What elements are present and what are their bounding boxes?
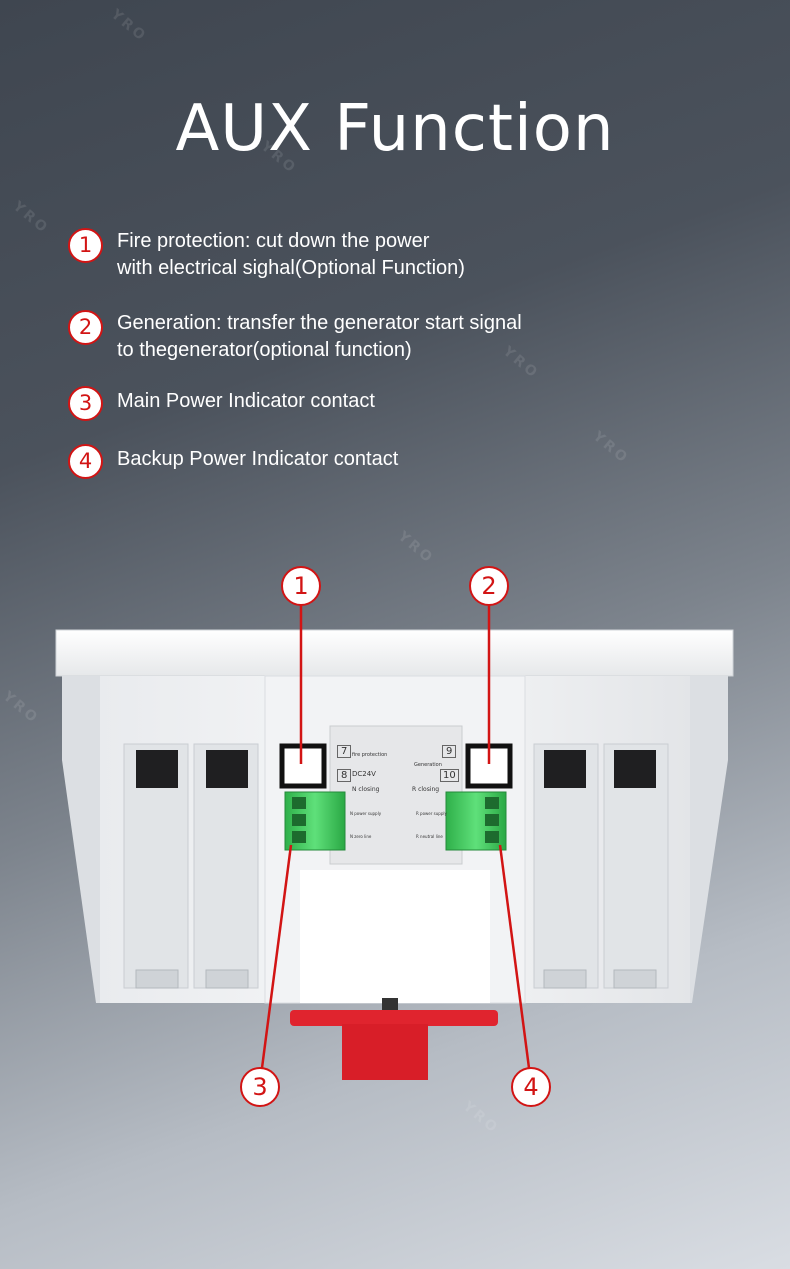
label-r-neutral-line: R neutral line bbox=[416, 834, 443, 839]
callout-1: 1 bbox=[281, 566, 321, 606]
red-handle bbox=[290, 998, 498, 1080]
label-n-closing: N closing bbox=[352, 786, 380, 793]
label-fire-protection: fire protection bbox=[352, 752, 388, 758]
feature-item-4: 4 Backup Power Indicator contact bbox=[68, 444, 398, 479]
label-r-closing: R closing bbox=[412, 786, 440, 793]
label-n-zero-line: N zero line bbox=[350, 834, 372, 839]
callout-2: 2 bbox=[469, 566, 509, 606]
number-badge: 4 bbox=[68, 444, 103, 479]
label-n-power-supply: N power supply bbox=[350, 811, 382, 816]
number-badge: 1 bbox=[68, 228, 103, 263]
page-title: AUX Function bbox=[175, 92, 615, 166]
label-generation: Generation bbox=[414, 762, 442, 768]
right-channels bbox=[533, 743, 669, 989]
feature-text: Backup Power Indicator contact bbox=[117, 444, 398, 475]
terminal-9: 9 bbox=[442, 745, 457, 758]
socket-left bbox=[279, 743, 327, 789]
feature-text: Fire protection: cut down the power with… bbox=[117, 228, 465, 282]
feature-item-1: 1 Fire protection: cut down the power wi… bbox=[68, 228, 465, 282]
leader-line-4 bbox=[498, 844, 531, 1069]
feature-line: Backup Power Indicator contact bbox=[117, 448, 399, 470]
device-left-wing bbox=[62, 676, 100, 1003]
feature-item-2: 2 Generation: transfer the generator sta… bbox=[68, 310, 522, 364]
device-right-wing bbox=[690, 676, 728, 1003]
device-top-bar bbox=[55, 629, 734, 677]
left-channels bbox=[123, 743, 259, 989]
feature-line: to thegenerator(optional function) bbox=[117, 339, 412, 361]
leader-line-3 bbox=[260, 844, 293, 1069]
leader-lines bbox=[260, 604, 531, 1069]
terminal-label-plate bbox=[329, 725, 463, 865]
feature-item-3: 3 Main Power Indicator contact bbox=[68, 386, 375, 421]
label-dc24v: DC24V bbox=[352, 770, 376, 778]
terminal-8: 8 bbox=[337, 769, 352, 782]
feature-text: Main Power Indicator contact bbox=[117, 386, 375, 417]
feature-line: Generation: transfer the generator start… bbox=[117, 312, 522, 334]
green-terminal-left bbox=[284, 791, 346, 851]
feature-line: Fire protection: cut down the power bbox=[117, 230, 430, 252]
number-badge: 3 bbox=[68, 386, 103, 421]
feature-text: Generation: transfer the generator start… bbox=[117, 310, 522, 364]
callout-3: 3 bbox=[240, 1067, 280, 1107]
green-terminal-right bbox=[445, 791, 507, 851]
feature-line: with electrical sighal(Optional Function… bbox=[117, 257, 465, 279]
feature-line: Main Power Indicator contact bbox=[117, 390, 375, 412]
center-lower-panel bbox=[300, 870, 490, 1003]
label-r-power-supply: R power supply bbox=[416, 811, 447, 816]
callout-4: 4 bbox=[511, 1067, 551, 1107]
terminal-7: 7 bbox=[337, 745, 352, 758]
terminal-10: 10 bbox=[440, 769, 459, 782]
number-badge: 2 bbox=[68, 310, 103, 345]
